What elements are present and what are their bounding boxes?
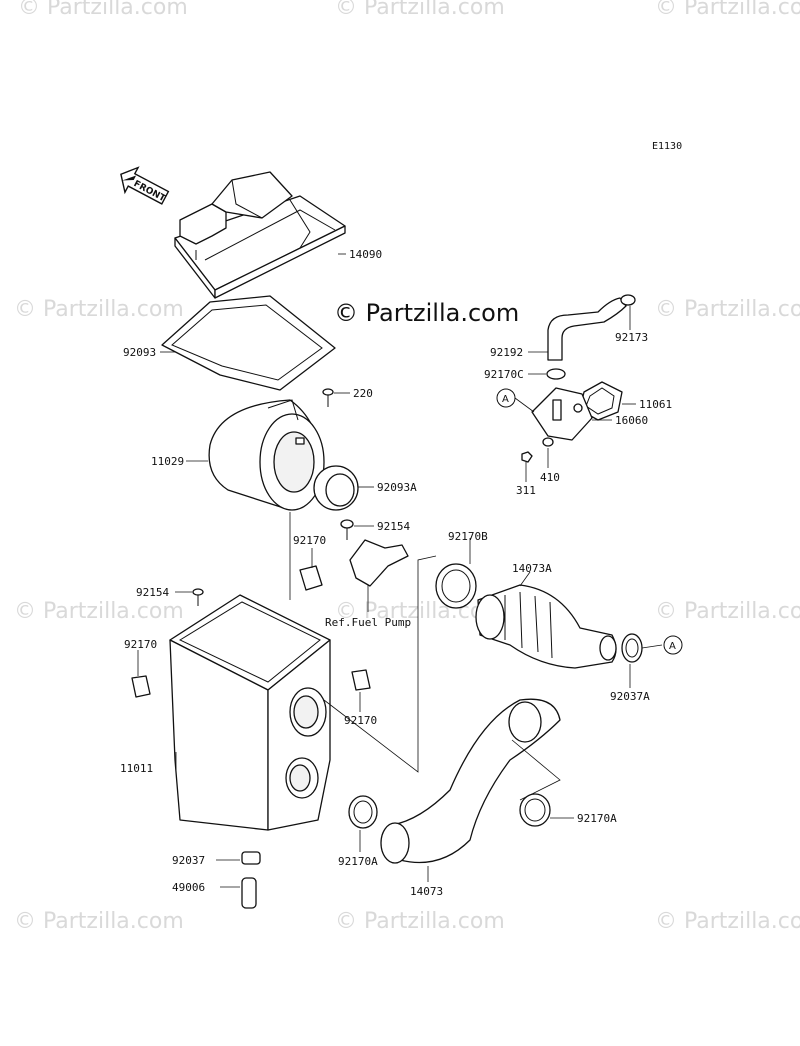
air-box-cover xyxy=(174,171,346,299)
intake-duct-14073 xyxy=(380,698,561,864)
part-label: 14073A xyxy=(512,562,552,575)
part-label: 16060 xyxy=(615,414,648,427)
part-label: 92170A xyxy=(577,812,617,825)
clamp-92170-right xyxy=(351,669,371,691)
clip-92173 xyxy=(620,294,636,306)
watermark-text: © Partzilla.com xyxy=(655,297,800,322)
reference-marker-a-upper: A xyxy=(496,388,516,408)
filter-seal-ring xyxy=(313,465,359,511)
part-label: 11061 xyxy=(639,398,672,411)
part-label: 92037 xyxy=(172,854,205,867)
watermark-text: © Partzilla.com xyxy=(655,909,800,934)
part-label: 14090 xyxy=(349,248,382,261)
part-label: 92173 xyxy=(615,331,648,344)
air-filter-element xyxy=(208,399,325,511)
reference-marker-a-lower: A xyxy=(663,635,683,655)
part-labels: 14090 92093 220 11029 92093A 92154 92170… xyxy=(120,248,672,898)
clamp-92170-mid xyxy=(299,565,323,591)
part-label: 11011 xyxy=(120,762,153,775)
part-label: 410 xyxy=(540,471,560,484)
part-label: 220 xyxy=(353,387,373,400)
hose-clamp-92170b xyxy=(435,563,477,609)
watermark-text: © Partzilla.com xyxy=(18,0,188,20)
part-label: 92170 xyxy=(344,714,377,727)
part-label: 11029 xyxy=(151,455,184,468)
fuel-pump-bracket xyxy=(349,539,409,587)
reference-marker-label: A xyxy=(502,394,509,405)
breather-cover-16060 xyxy=(531,387,593,441)
leader-lines xyxy=(137,253,663,888)
clip-92170c xyxy=(546,368,566,380)
washer-410 xyxy=(542,437,554,447)
part-label: 92093A xyxy=(377,481,417,494)
part-label: 92170A xyxy=(338,855,378,868)
copyright-notice: © Partzilla.com xyxy=(334,299,519,327)
screw-220 xyxy=(322,388,334,407)
watermark-layer: © Partzilla.com © Partzilla.com © Partzi… xyxy=(14,0,800,934)
front-direction-arrow: FRONT xyxy=(120,166,170,205)
breather-hose-92192 xyxy=(547,297,627,361)
clamp-92170-left xyxy=(131,675,151,698)
cover-seal-ring xyxy=(161,295,336,391)
bolt-92154-left xyxy=(192,588,204,606)
part-label: 92170B xyxy=(448,530,488,543)
hose-clamp-92170a-bottom xyxy=(348,795,378,829)
part-label: 92154 xyxy=(136,586,169,599)
intake-duct-14073a xyxy=(475,584,617,669)
part-label: 92170C xyxy=(484,368,524,381)
watermark-text: © Partzilla.com xyxy=(655,599,800,624)
watermark-text: © Partzilla.com xyxy=(14,909,184,934)
part-label: 311 xyxy=(516,484,536,497)
drain-cap xyxy=(241,851,261,865)
air-box-housing xyxy=(169,594,331,831)
watermark-text: © Partzilla.com xyxy=(14,599,184,624)
part-label: 92170 xyxy=(293,534,326,547)
bolt-92154-top xyxy=(340,519,354,540)
part-label: 92037A xyxy=(610,690,650,703)
watermark-text: © Partzilla.com xyxy=(14,297,184,322)
diagram-code: E1130 xyxy=(652,141,682,152)
watermark-text: © Partzilla.com xyxy=(655,0,800,20)
part-label: 49006 xyxy=(172,881,205,894)
part-label: 92154 xyxy=(377,520,410,533)
drain-tube xyxy=(241,877,257,909)
hose-clamp-92170a-right xyxy=(519,793,551,827)
reference-note: Ref.Fuel Pump xyxy=(325,616,411,629)
part-label: 92192 xyxy=(490,346,523,359)
reference-marker-label: A xyxy=(669,641,676,652)
part-label: 92170 xyxy=(124,638,157,651)
watermark-text: © Partzilla.com xyxy=(335,0,505,20)
part-label: 92093 xyxy=(123,346,156,359)
hose-clamp-92037a xyxy=(621,633,643,663)
watermark-text: © Partzilla.com xyxy=(335,909,505,934)
part-label: 14073 xyxy=(410,885,443,898)
bolt-311 xyxy=(521,451,533,463)
